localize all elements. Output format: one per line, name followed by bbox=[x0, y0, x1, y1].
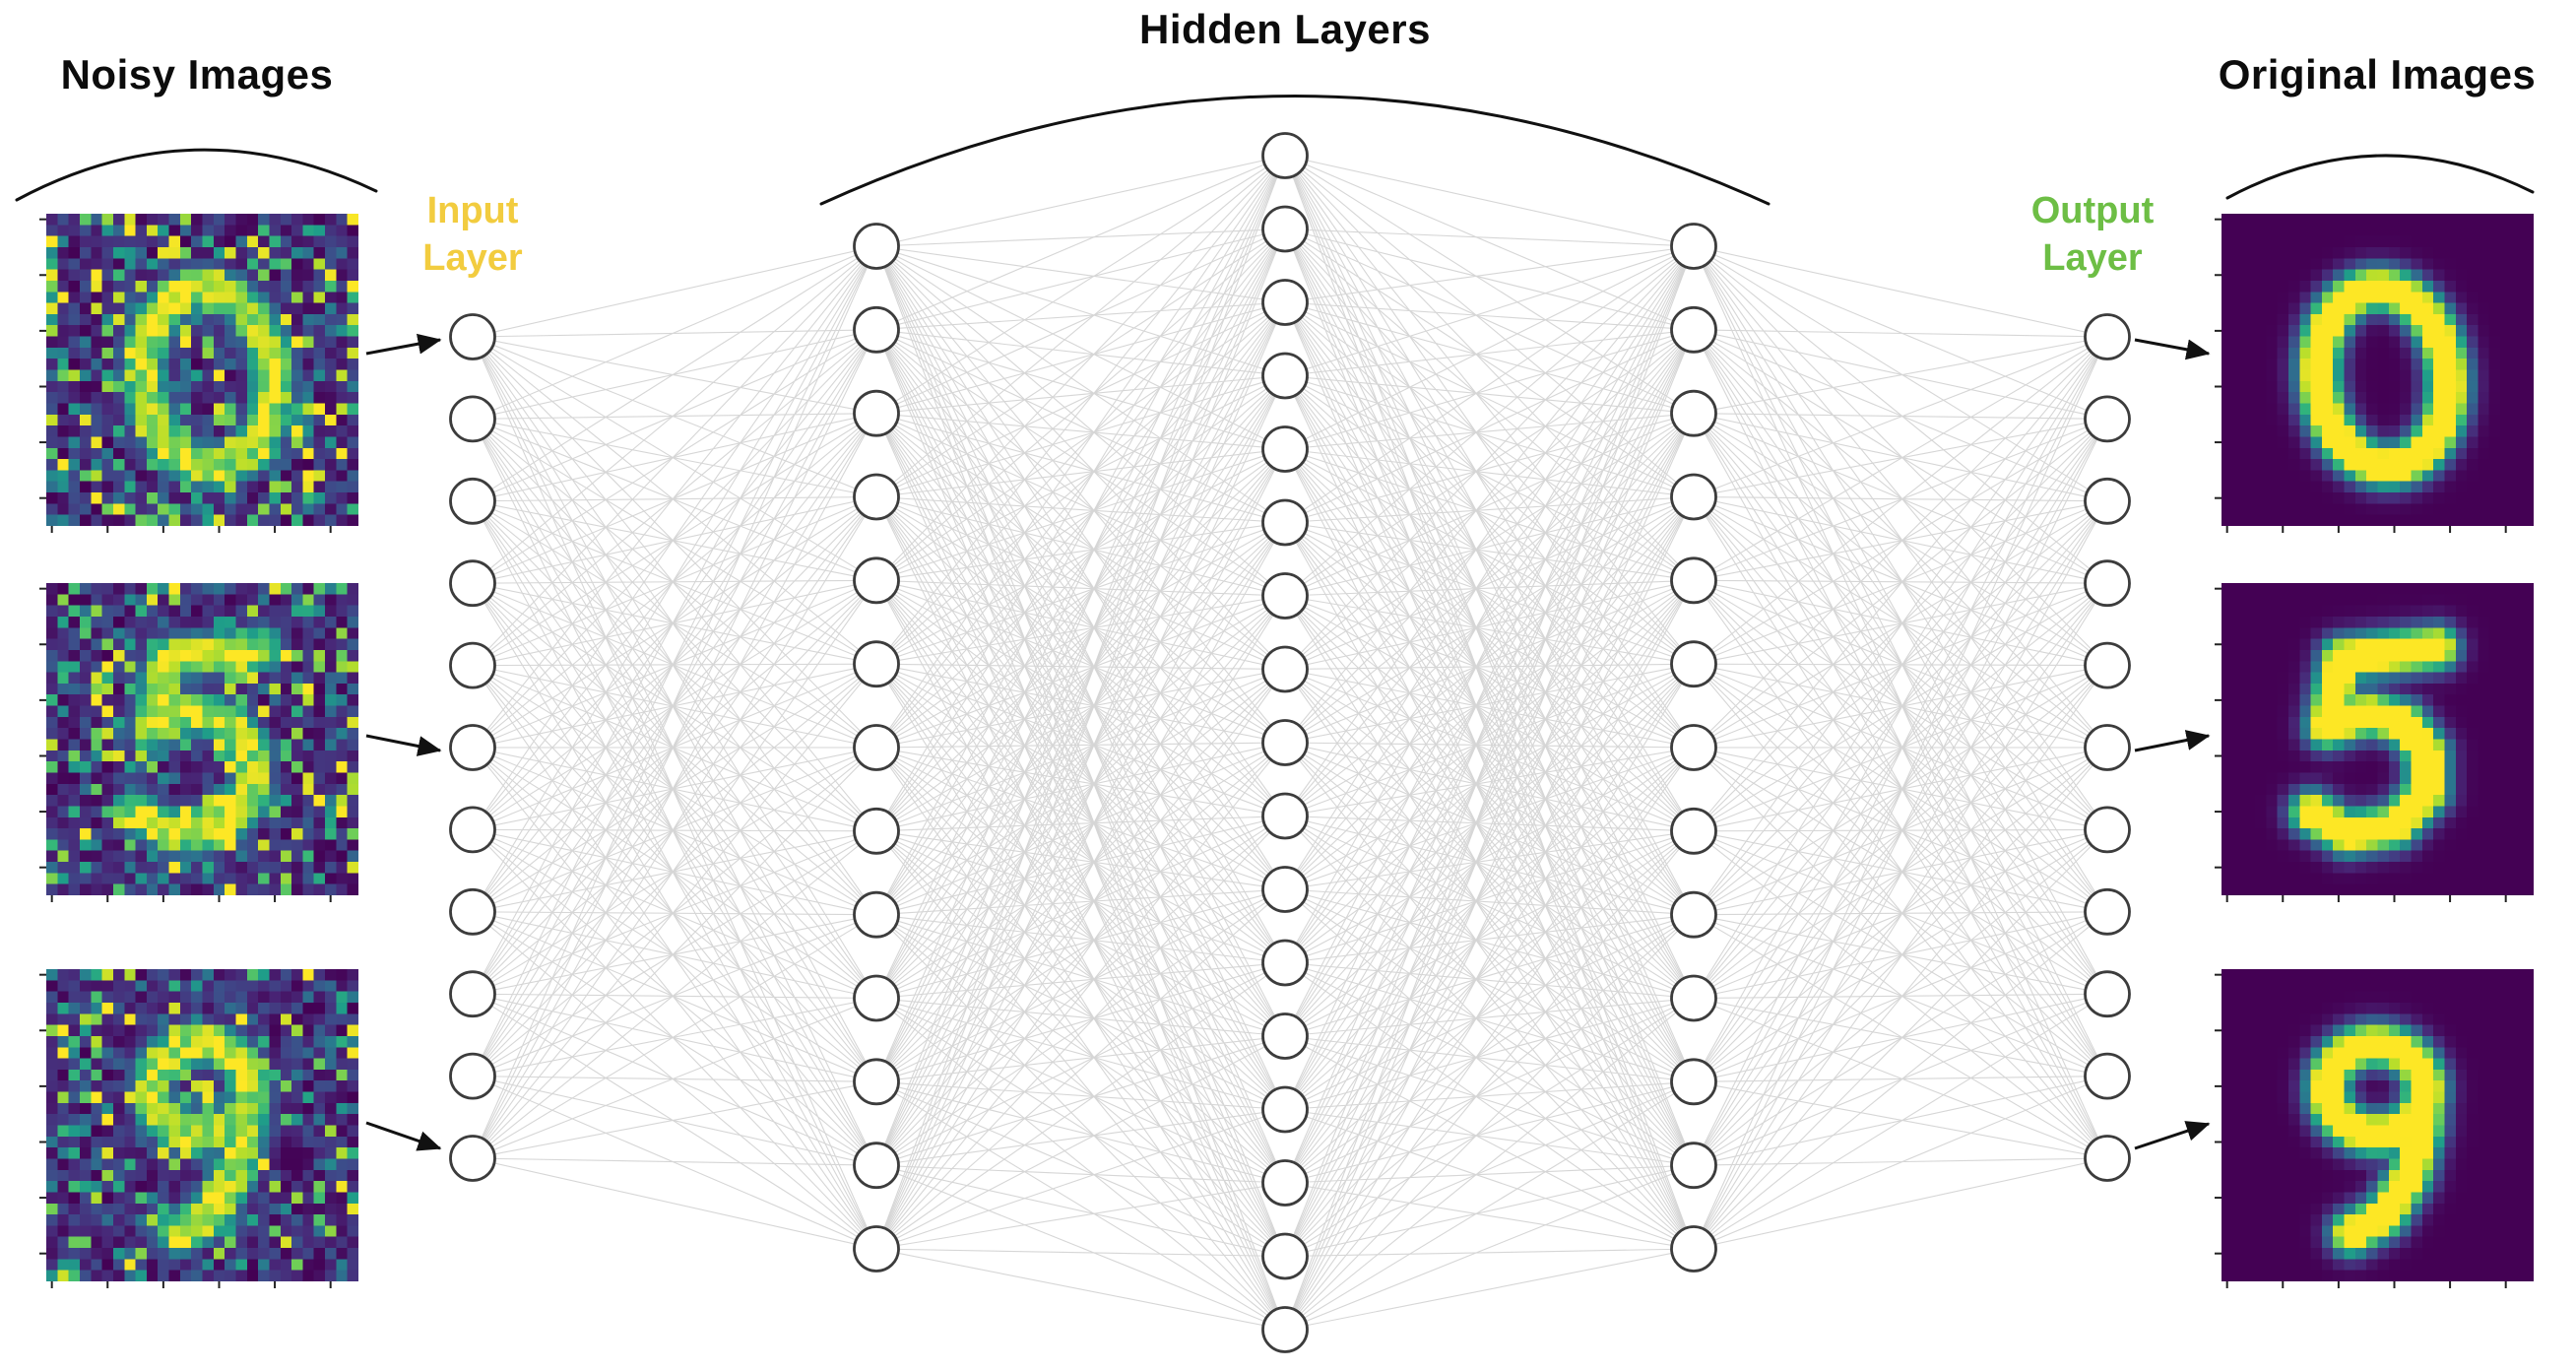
flow-arrow bbox=[2134, 1121, 2211, 1150]
hidden-layer-3-node bbox=[1670, 1058, 1717, 1106]
input-layer-node bbox=[449, 395, 496, 443]
hidden-layer-2-node bbox=[1261, 498, 1309, 547]
output-layer-node bbox=[2084, 641, 2131, 689]
hidden-layer-3-node bbox=[1670, 890, 1717, 939]
original-image-digit-0 bbox=[2222, 214, 2534, 526]
input-layer-label-line1: Input bbox=[426, 190, 519, 231]
output-layer-node bbox=[2084, 887, 2131, 936]
hidden-layer-3-node bbox=[1670, 389, 1717, 437]
output-layer-node bbox=[2084, 559, 2131, 608]
noisy-image-digit-9 bbox=[46, 969, 358, 1281]
hidden-layer-3-node bbox=[1670, 724, 1717, 771]
hidden-layer-2-node bbox=[1261, 1085, 1309, 1134]
input-layer-node bbox=[449, 559, 496, 608]
hidden-layer-3-node bbox=[1670, 807, 1717, 855]
hidden-layer-2-node bbox=[1261, 1159, 1309, 1207]
hidden-layer-2-node bbox=[1261, 132, 1309, 179]
input-layer-node bbox=[449, 970, 496, 1018]
output-layer-node bbox=[2084, 724, 2131, 771]
output-layer-node bbox=[2084, 313, 2131, 360]
hidden-layer-1-node bbox=[853, 389, 900, 437]
hidden-layer-2-node bbox=[1261, 645, 1309, 693]
original-image-digit-5 bbox=[2222, 583, 2534, 895]
hidden-layer-2-node bbox=[1261, 572, 1309, 620]
output-layer-node bbox=[2084, 1135, 2131, 1182]
arrows-group bbox=[365, 333, 2211, 1151]
hidden-layer-2-node bbox=[1261, 792, 1309, 840]
hidden-layer-2-node bbox=[1261, 866, 1309, 913]
hidden-layer-2-node bbox=[1261, 352, 1309, 400]
input-layer-node bbox=[449, 1135, 496, 1182]
flow-arrow bbox=[2134, 730, 2211, 752]
input-layer-label: Input Layer bbox=[325, 187, 620, 282]
hidden-layer-2-node bbox=[1261, 1306, 1309, 1353]
flow-arrow bbox=[365, 1121, 442, 1151]
output-layer-label: Output Layer bbox=[1945, 187, 2240, 282]
hidden-layer-1-node bbox=[853, 890, 900, 939]
hidden-layer-1-node bbox=[853, 305, 900, 354]
input-layer-node bbox=[449, 806, 496, 854]
input-layer-label-line2: Layer bbox=[422, 237, 523, 279]
noisy-images-title: Noisy Images bbox=[60, 51, 334, 98]
hidden-layer-3-node bbox=[1670, 473, 1717, 521]
input-layer-node bbox=[449, 724, 496, 771]
hidden-layer-1-node bbox=[853, 556, 900, 605]
hidden-layer-2-node bbox=[1261, 205, 1309, 253]
hidden-layer-1-node bbox=[853, 640, 900, 688]
hidden-layer-1-node bbox=[853, 807, 900, 855]
hidden-layer-1-node bbox=[853, 1142, 900, 1190]
hidden-layer-3-node bbox=[1670, 1225, 1717, 1273]
nodes-group bbox=[449, 132, 2131, 1353]
output-layer-node bbox=[2084, 806, 2131, 854]
hidden-layer-3-node bbox=[1670, 223, 1717, 270]
hidden-layer-1-node bbox=[853, 724, 900, 771]
input-layer-node bbox=[449, 313, 496, 360]
brace-curve bbox=[819, 95, 1771, 206]
hidden-layer-1-node bbox=[853, 223, 900, 270]
flow-arrow bbox=[365, 333, 442, 356]
noisy-image-digit-0 bbox=[46, 214, 358, 526]
hidden-layer-3-node bbox=[1670, 556, 1717, 605]
hidden-layers-title: Hidden Layers bbox=[1139, 6, 1431, 52]
hidden-layer-2-node bbox=[1261, 1232, 1309, 1280]
output-layer-node bbox=[2084, 395, 2131, 443]
axis-ticks-group bbox=[39, 218, 2507, 1288]
brace-curve bbox=[2225, 154, 2535, 200]
original-image-digit-9 bbox=[2222, 969, 2534, 1281]
flow-arrow bbox=[2134, 338, 2211, 360]
hidden-layer-1-node bbox=[853, 473, 900, 521]
output-layer-node bbox=[2084, 1052, 2131, 1100]
noisy-image-digit-5 bbox=[46, 583, 358, 895]
hidden-layer-2-node bbox=[1261, 425, 1309, 473]
output-layer-label-line1: Output bbox=[2030, 190, 2155, 231]
hidden-layer-1-node bbox=[853, 974, 900, 1022]
hidden-layer-1-node bbox=[853, 1225, 900, 1273]
input-layer-node bbox=[449, 477, 496, 525]
hidden-layer-3-node bbox=[1670, 1142, 1717, 1190]
output-layer-label-line2: Layer bbox=[2042, 237, 2143, 279]
hidden-layer-3-node bbox=[1670, 974, 1717, 1022]
output-layer-node bbox=[2084, 970, 2131, 1018]
output-layer-node bbox=[2084, 477, 2131, 525]
hidden-layer-2-node bbox=[1261, 939, 1309, 987]
hidden-layer-1-node bbox=[853, 1058, 900, 1106]
brace-curve bbox=[15, 148, 378, 202]
original-images-title: Original Images bbox=[2218, 51, 2537, 98]
input-layer-node bbox=[449, 641, 496, 689]
flow-arrow bbox=[365, 734, 442, 756]
brace-curves-group bbox=[15, 95, 2535, 206]
hidden-layer-2-node bbox=[1261, 719, 1309, 766]
hidden-layer-2-node bbox=[1261, 279, 1309, 326]
hidden-layer-3-node bbox=[1670, 640, 1717, 688]
hidden-layer-2-node bbox=[1261, 1012, 1309, 1060]
edges-group bbox=[472, 155, 2108, 1331]
input-layer-node bbox=[449, 887, 496, 936]
input-layer-node bbox=[449, 1052, 496, 1100]
hidden-layer-3-node bbox=[1670, 305, 1717, 354]
